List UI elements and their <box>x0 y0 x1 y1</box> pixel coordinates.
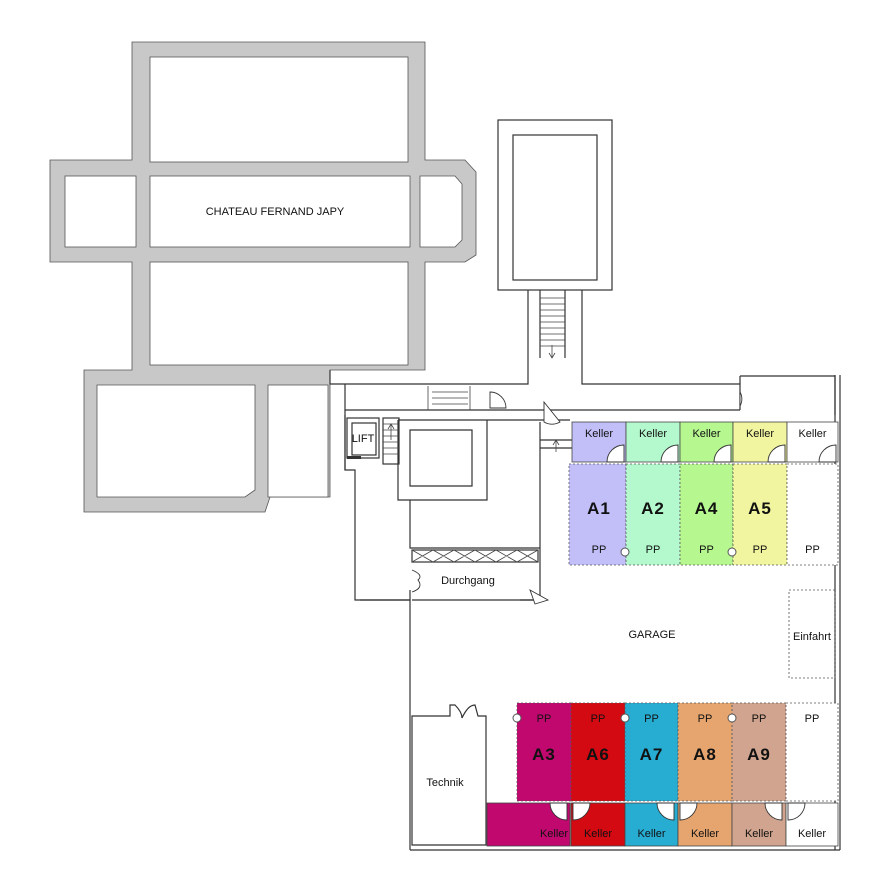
parking-space <box>731 702 787 802</box>
unit-label: A3 <box>532 745 556 764</box>
lift: LIFT <box>346 417 400 465</box>
door-icon <box>787 802 806 821</box>
door-icon <box>713 444 732 463</box>
durchgang-label: Durchgang <box>441 575 495 587</box>
pp-label: PP <box>537 713 552 725</box>
pp-label: PP <box>644 713 659 725</box>
keller-label: Keller <box>745 828 773 840</box>
door-icon <box>767 444 786 463</box>
parking-space <box>568 463 627 566</box>
building-title: CHATEAU FERNAND JAPY <box>206 206 345 218</box>
top-units: KellerA1PPKellerA2PPKellerA4PPKellerA5PP… <box>568 421 839 566</box>
keller-label: Keller <box>746 428 774 440</box>
door-icon <box>656 802 675 821</box>
pp-label: PP <box>698 713 713 725</box>
parking-space <box>677 702 733 802</box>
pp-label: PP <box>805 713 820 725</box>
door-icon <box>764 802 783 821</box>
unit-label: A7 <box>640 745 664 764</box>
parking-space <box>624 702 679 802</box>
technik-room: Technik <box>411 704 487 846</box>
door-icon <box>818 444 837 463</box>
parking-space <box>786 463 839 566</box>
door-icon <box>606 444 625 463</box>
einfahrt-label: Einfahrt <box>793 631 831 643</box>
keller-label: Keller <box>540 828 568 840</box>
column-icon <box>727 547 737 557</box>
pp-label: PP <box>591 713 606 725</box>
pp-label: PP <box>752 713 767 725</box>
lift-label: LIFT <box>352 433 375 445</box>
unit-label: A9 <box>747 745 771 764</box>
unit-label: A1 <box>587 499 611 518</box>
technik-label: Technik <box>426 777 464 789</box>
stair-steps <box>540 297 565 359</box>
unit-label: A6 <box>586 745 610 764</box>
column-icon <box>620 713 630 723</box>
pp-label: PP <box>753 544 768 556</box>
chateau-building: CHATEAU FERNAND JAPY <box>49 41 477 513</box>
pp-label: PP <box>592 544 607 556</box>
pp-label: PP <box>805 544 820 556</box>
column-icon <box>620 547 630 557</box>
column-icon <box>512 713 522 723</box>
keller-label: Keller <box>691 828 719 840</box>
parking-space <box>732 463 788 566</box>
einfahrt: Einfahrt <box>788 589 836 679</box>
keller-label: Keller <box>584 828 612 840</box>
circulation-core <box>329 368 841 850</box>
parking-space <box>516 702 572 802</box>
unit-label: A4 <box>695 499 719 518</box>
garage: GARAGE <box>410 629 840 851</box>
parking-space <box>679 463 734 566</box>
door-icon <box>679 802 698 821</box>
door-icon <box>572 802 591 821</box>
keller-label: Keller <box>585 428 613 440</box>
pp-label: PP <box>646 544 661 556</box>
door-icon <box>549 802 568 821</box>
unit-label: A2 <box>641 499 665 518</box>
column-icon <box>727 713 737 723</box>
unit-bottom-free[interactable]: PP Keller <box>785 702 839 847</box>
keller-label: Keller <box>692 428 720 440</box>
unit-label: A5 <box>748 499 772 518</box>
parking-space <box>570 702 626 802</box>
keller-label: Keller <box>798 828 826 840</box>
door-icon <box>660 444 679 463</box>
keller-label: Keller <box>798 428 826 440</box>
stair-tower <box>497 119 613 368</box>
garage-label: GARAGE <box>628 629 675 641</box>
keller-label: Keller <box>637 828 665 840</box>
parking-space <box>785 702 839 802</box>
unit-label: A8 <box>693 745 717 764</box>
pp-label: PP <box>699 544 714 556</box>
durchgang: Durchgang <box>411 549 550 605</box>
keller-label: Keller <box>639 428 667 440</box>
